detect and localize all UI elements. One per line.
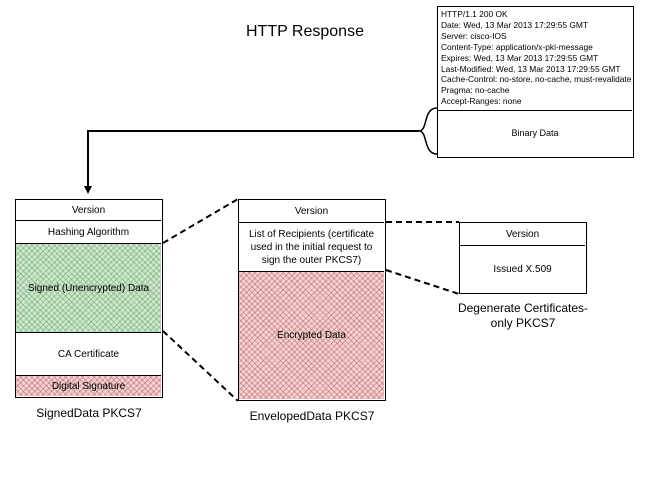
signed-data-box: Version Hashing Algorithm Signed (Unencr…	[15, 199, 163, 398]
http-header-line: HTTP/1.1 200 OK	[441, 9, 508, 19]
issued-x509-cell: Issued X.509	[493, 263, 552, 275]
http-response-box: HTTP/1.1 200 OK Date: Wed, 13 Mar 2013 1…	[437, 6, 634, 158]
signed-data-cell: Signed (Unencrypted) Data	[16, 244, 161, 332]
zoom-line	[385, 269, 460, 295]
divider	[16, 375, 161, 376]
zoom-line	[162, 198, 239, 244]
brace-connector	[418, 107, 438, 155]
divider	[239, 222, 384, 223]
signed-data-caption: SignedData PKCS7	[36, 406, 142, 420]
degenerate-version-cell: Version	[505, 228, 540, 240]
digital-signature-cell: Digital Signature	[16, 376, 161, 396]
divider	[239, 271, 384, 272]
http-header-line: Server: cisco-IOS	[441, 30, 507, 41]
http-header-line: Last-Modified: Wed, 13 Mar 2013 17:29:55…	[441, 63, 621, 74]
divider	[16, 243, 161, 244]
divider	[16, 332, 161, 333]
divider	[16, 220, 161, 221]
signed-version-cell: Version	[71, 205, 106, 216]
degenerate-box: Version Issued X.509	[459, 222, 587, 294]
ca-certificate-cell: CA Certificate	[57, 348, 120, 360]
http-header-line: Date: Wed, 13 Mar 2013 17:29:55 GMT	[441, 19, 588, 30]
encrypted-data-cell: Encrypted Data	[239, 272, 384, 399]
response-to-signed-arrow	[84, 130, 419, 194]
divider	[438, 110, 632, 111]
binary-data-cell: Binary Data	[511, 128, 559, 138]
page-title: HTTP Response	[246, 23, 364, 40]
degenerate-caption: Degenerate Certificates-only PKCS7	[457, 301, 589, 330]
enveloped-data-box: Version List of Recipients (certificate …	[238, 199, 386, 401]
http-header-line: Accept-Ranges: none	[441, 96, 522, 107]
http-header-line: Pragma: no-cache	[441, 85, 510, 96]
enveloped-version-cell: Version	[294, 206, 329, 217]
enveloped-data-caption: EnvelopedData PKCS7	[249, 409, 375, 423]
hashing-algorithm-cell: Hashing Algorithm	[47, 226, 130, 238]
recipients-cell: List of Recipients (certificate used in …	[248, 228, 375, 266]
http-header-line: Expires: Wed, 13 Mar 2013 17:29:55 GMT	[441, 52, 599, 63]
divider	[460, 245, 585, 246]
http-header-line: Cache-Control: no-store, no-cache, must-…	[441, 74, 632, 85]
zoom-line	[162, 330, 239, 402]
http-header-line: Content-Type: application/x-pki-message	[441, 41, 593, 52]
